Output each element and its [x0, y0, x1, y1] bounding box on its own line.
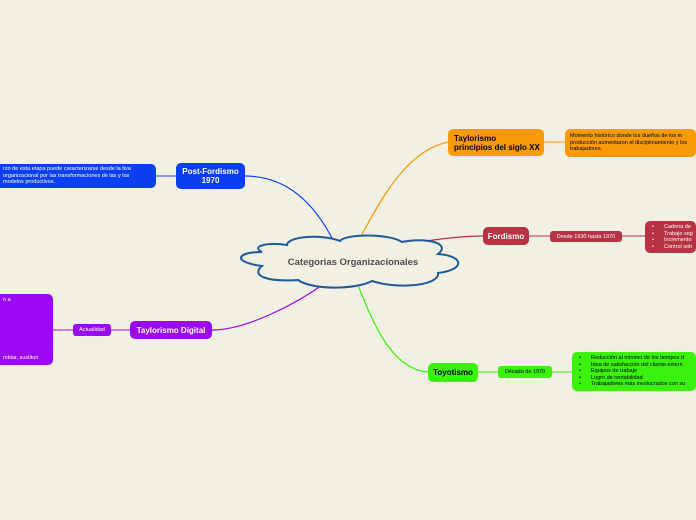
fordismo-node[interactable]: Fordismo	[483, 227, 529, 245]
toyotismo-item: Equipos de trabajo	[579, 368, 691, 375]
connector-toyotismo	[357, 284, 429, 373]
fordismo-period-text: Desde 1930 hasta 1970	[556, 233, 616, 240]
postfordismo-note[interactable]: rzo de esta etapa puede caracterizarse d…	[0, 164, 156, 188]
taylorismo-digital-note[interactable]: n a mbiar, sustituir	[0, 294, 53, 365]
connector-taylorismo	[357, 141, 449, 243]
postfordismo-note-text: rzo de esta etapa puede caracterizarse d…	[3, 166, 131, 186]
connector-taylorismo-digital	[211, 282, 326, 331]
fordismo-period[interactable]: Desde 1930 hasta 1970	[550, 231, 622, 242]
toyotismo-period[interactable]: Década de 1970	[498, 366, 552, 378]
fordismo-label: Fordismo	[487, 231, 525, 241]
toyotismo-label: Toyotismo	[433, 368, 473, 377]
fordismo-item: Control sob	[652, 244, 692, 251]
taylorismo-note[interactable]: Momento histórico donde los dueños de lo…	[565, 129, 696, 157]
toyotismo-item: Reducción al mínimo de los tiempos d	[579, 355, 691, 362]
taylorismo-digital-node[interactable]: Taylorismo Digital	[130, 321, 212, 339]
fordismo-item: Trabajo seg	[652, 231, 693, 238]
toyotismo-period-text: Década de 1970	[504, 369, 546, 375]
fordismo-note[interactable]: Cadena de Trabajo seg Incremento Control…	[645, 221, 696, 253]
toyotismo-node[interactable]: Toyotismo	[428, 363, 478, 382]
central-topic[interactable]: Categorias Organizacionales	[287, 257, 419, 268]
fordismo-item: Cadena de	[652, 224, 691, 231]
postfordismo-label: Post-Fordismo 1970	[182, 167, 239, 185]
toyotismo-item: Trabajadores más involucrados con su	[579, 381, 691, 388]
connector-postfordismo	[244, 175, 334, 241]
taylorismo-digital-note-bottom: mbiar, sustituir	[3, 355, 39, 362]
central-cloud-shape[interactable]	[240, 234, 459, 289]
taylorismo-label: Taylorismo principios del siglo XX	[454, 133, 540, 152]
postfordismo-node[interactable]: Post-Fordismo 1970	[176, 163, 245, 189]
taylorismo-digital-label: Taylorismo Digital	[136, 325, 206, 335]
taylorismo-digital-period-text: Actualidad	[79, 327, 105, 333]
toyotismo-note[interactable]: Reducción al mínimo de los tiempos d Ide…	[572, 352, 696, 391]
taylorismo-digital-note-top: n a	[3, 297, 11, 303]
taylorismo-note-text: Momento histórico donde los dueños de lo…	[570, 133, 688, 153]
fordismo-item: Incremento	[652, 237, 692, 244]
toyotismo-item: Idea de satisfacción del cliente extern	[579, 362, 691, 369]
taylorismo-node[interactable]: Taylorismo principios del siglo XX	[448, 129, 544, 156]
toyotismo-item: Logro de rentabilidad	[579, 375, 691, 382]
taylorismo-digital-period[interactable]: Actualidad	[73, 324, 111, 336]
